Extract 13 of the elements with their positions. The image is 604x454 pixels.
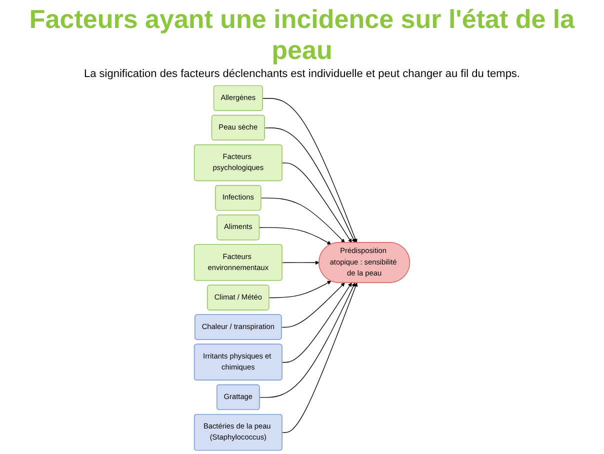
arrow [268, 280, 332, 298]
arrow [282, 282, 352, 363]
arrow [259, 227, 332, 245]
arrow [282, 162, 352, 243]
arrow [264, 128, 356, 243]
title: Facteurs ayant une incidence sur l'état de la peau [28, 4, 576, 66]
arrow [281, 282, 345, 328]
arrow [282, 282, 358, 433]
arrow [282, 260, 320, 265]
arrow [262, 98, 358, 243]
arrow [260, 198, 345, 243]
subtitle-note: La signification des facteurs déclenchants est individuelle et peut changer au fil du temps. [84, 68, 520, 80]
arrow [259, 282, 356, 398]
